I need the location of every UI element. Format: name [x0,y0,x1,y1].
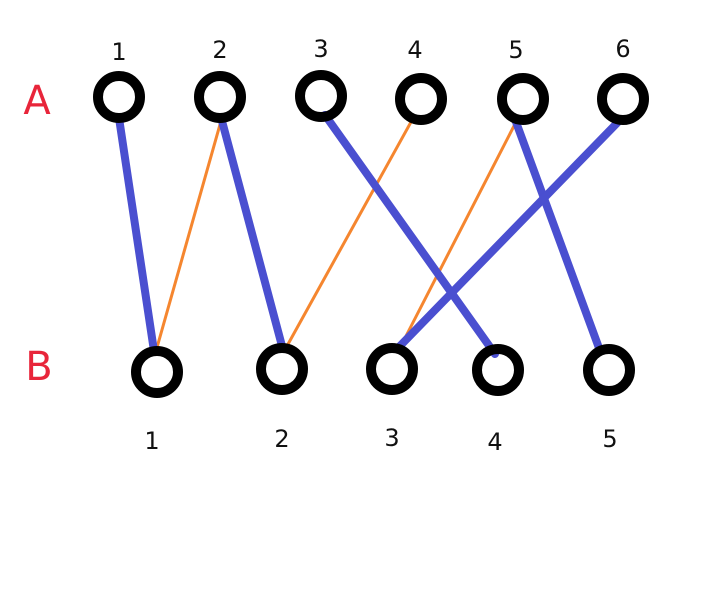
node-label-b4: 4 [487,428,502,456]
node-a6 [597,73,649,125]
unmatched-edge-a4-b2 [285,120,413,348]
node-a4 [395,73,447,125]
matched-edge-a2-b2 [218,117,286,350]
unmatched-edge-a5-b3 [402,120,518,342]
node-a5 [497,73,549,125]
matched-edge-a6-b3 [394,116,624,352]
node-a3 [295,70,347,122]
node-label-a3: 3 [313,35,328,63]
row-label-a: A [23,78,51,124]
matched-edge-a5-b5 [512,118,603,352]
node-label-b2: 2 [274,425,289,453]
matched-edge-a3-b4 [321,111,499,358]
node-label-a1: 1 [111,38,126,66]
matched-edges [115,111,624,358]
node-label-a5: 5 [508,36,523,64]
node-label-b3: 3 [384,424,399,452]
node-label-b1: 1 [144,427,159,455]
node-label-a2: 2 [212,36,227,64]
row-label-b: B [25,344,52,390]
node-b5 [583,344,635,396]
node-b1 [131,346,183,398]
unmatched-edges [154,119,518,353]
matched-edge-a1-b1 [115,114,158,355]
node-label-b5: 5 [602,425,617,453]
node-a1 [93,71,145,123]
node-b4 [472,344,524,396]
row-b-nodes: 1 2 3 4 5 [131,343,635,456]
node-b3 [366,343,418,395]
node-b2 [256,343,308,395]
node-label-a4: 4 [407,36,422,64]
node-a2 [194,71,246,123]
node-label-a6: 6 [615,35,630,63]
row-a-nodes: 1 2 3 4 5 6 [93,35,649,125]
unmatched-edge-a2-b1 [154,119,223,353]
